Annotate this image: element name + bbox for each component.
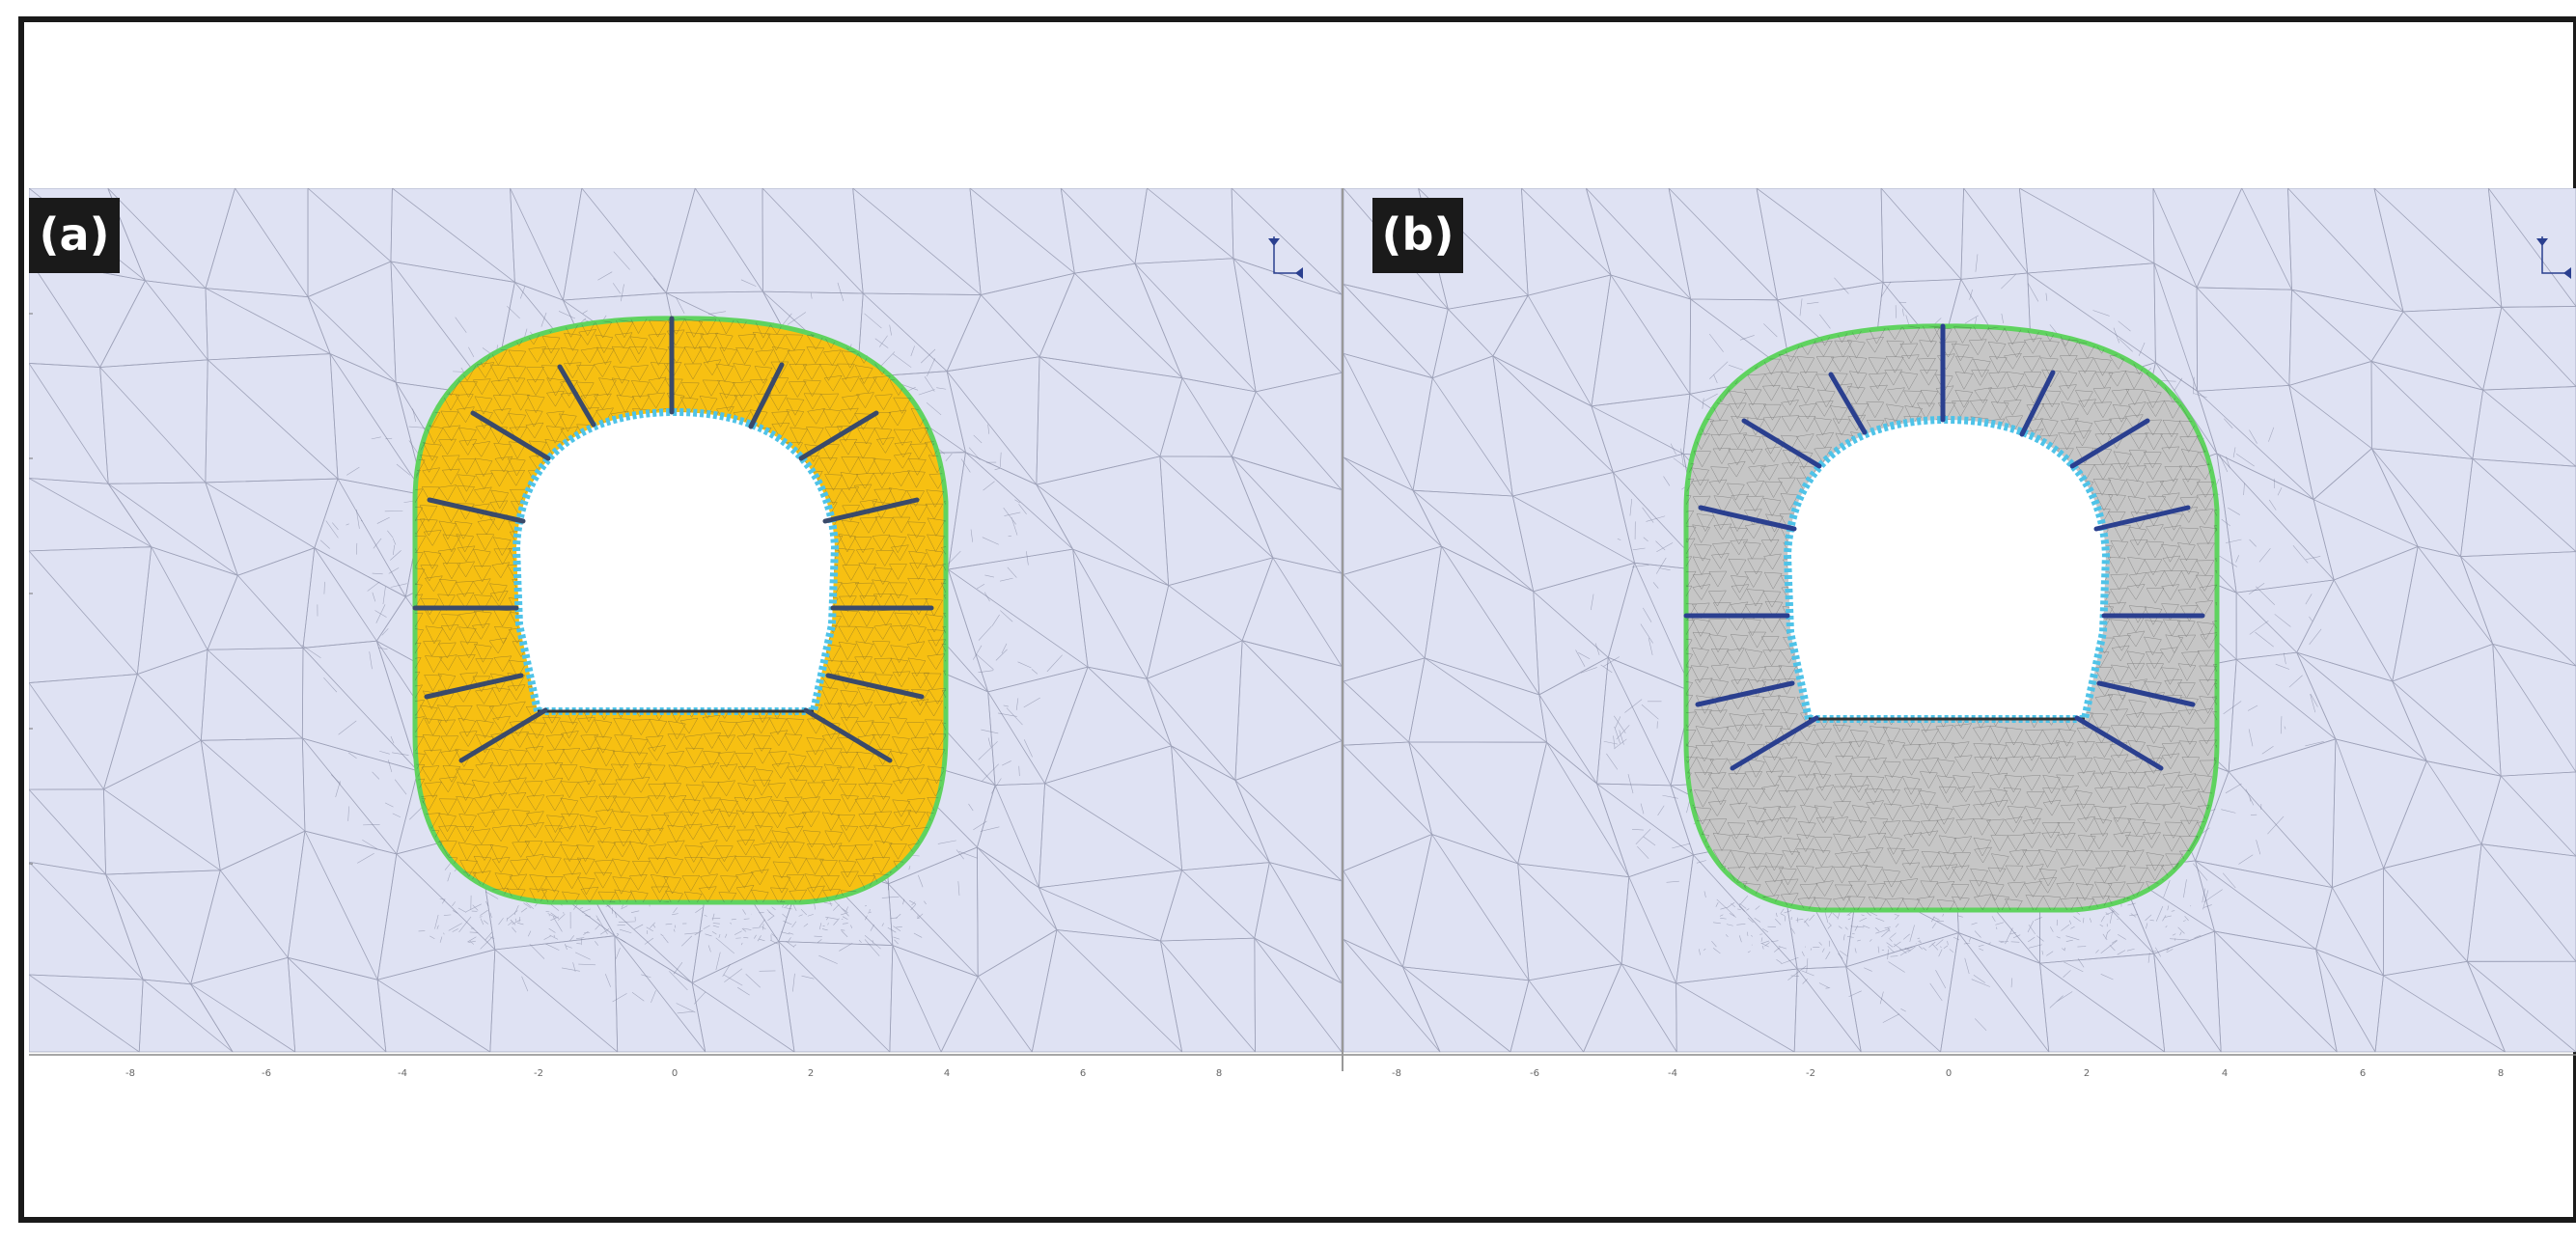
panel-b: -8 -6 -4 -2 0 2 4 6 8 (b) <box>1343 188 2576 1086</box>
x-tick-label: 8 <box>1216 1068 1222 1079</box>
x-tick-label: -2 <box>1806 1068 1815 1079</box>
x-tick-label: -6 <box>1530 1068 1539 1079</box>
x-tick-label: 6 <box>2360 1068 2366 1079</box>
mesh-plot-a: -8 -6 -4 -2 0 2 4 6 8 (a) <box>29 188 1342 1086</box>
x-tick-label: 0 <box>672 1068 678 1079</box>
x-tick-label: 4 <box>944 1068 950 1079</box>
x-tick-label: -4 <box>398 1068 407 1079</box>
x-tick-label: 8 <box>2498 1068 2504 1079</box>
mesh-plot-b: -8 -6 -4 -2 0 2 4 6 8 (b) <box>1343 188 2576 1086</box>
x-tick-label: -8 <box>1392 1068 1401 1079</box>
panel-label-text: (a) <box>39 208 109 261</box>
panel-label: (b) <box>1372 198 1463 273</box>
x-tick-label: 4 <box>2222 1068 2228 1079</box>
tunnel-opening <box>516 412 835 711</box>
x-tick-label: 6 <box>1080 1068 1086 1079</box>
panel-label: (a) <box>29 198 120 273</box>
x-tick-label: 0 <box>1946 1068 1952 1079</box>
x-tick-label: 2 <box>808 1068 814 1079</box>
panel-label-text: (b) <box>1382 208 1454 261</box>
x-tick-label: -8 <box>125 1068 135 1079</box>
x-axis-ticks: -8 -6 -4 -2 0 2 4 6 8 <box>125 1068 1222 1079</box>
panel-a: -8 -6 -4 -2 0 2 4 6 8 (a) <box>29 188 1342 1086</box>
x-tick-label: -2 <box>534 1068 543 1079</box>
x-axis-ticks: -8 -6 -4 -2 0 2 4 6 8 <box>1392 1068 2504 1079</box>
x-tick-label: -6 <box>262 1068 271 1079</box>
x-tick-label: 2 <box>2084 1068 2090 1079</box>
tunnel-opening <box>1787 420 2106 719</box>
x-tick-label: -4 <box>1668 1068 1677 1079</box>
